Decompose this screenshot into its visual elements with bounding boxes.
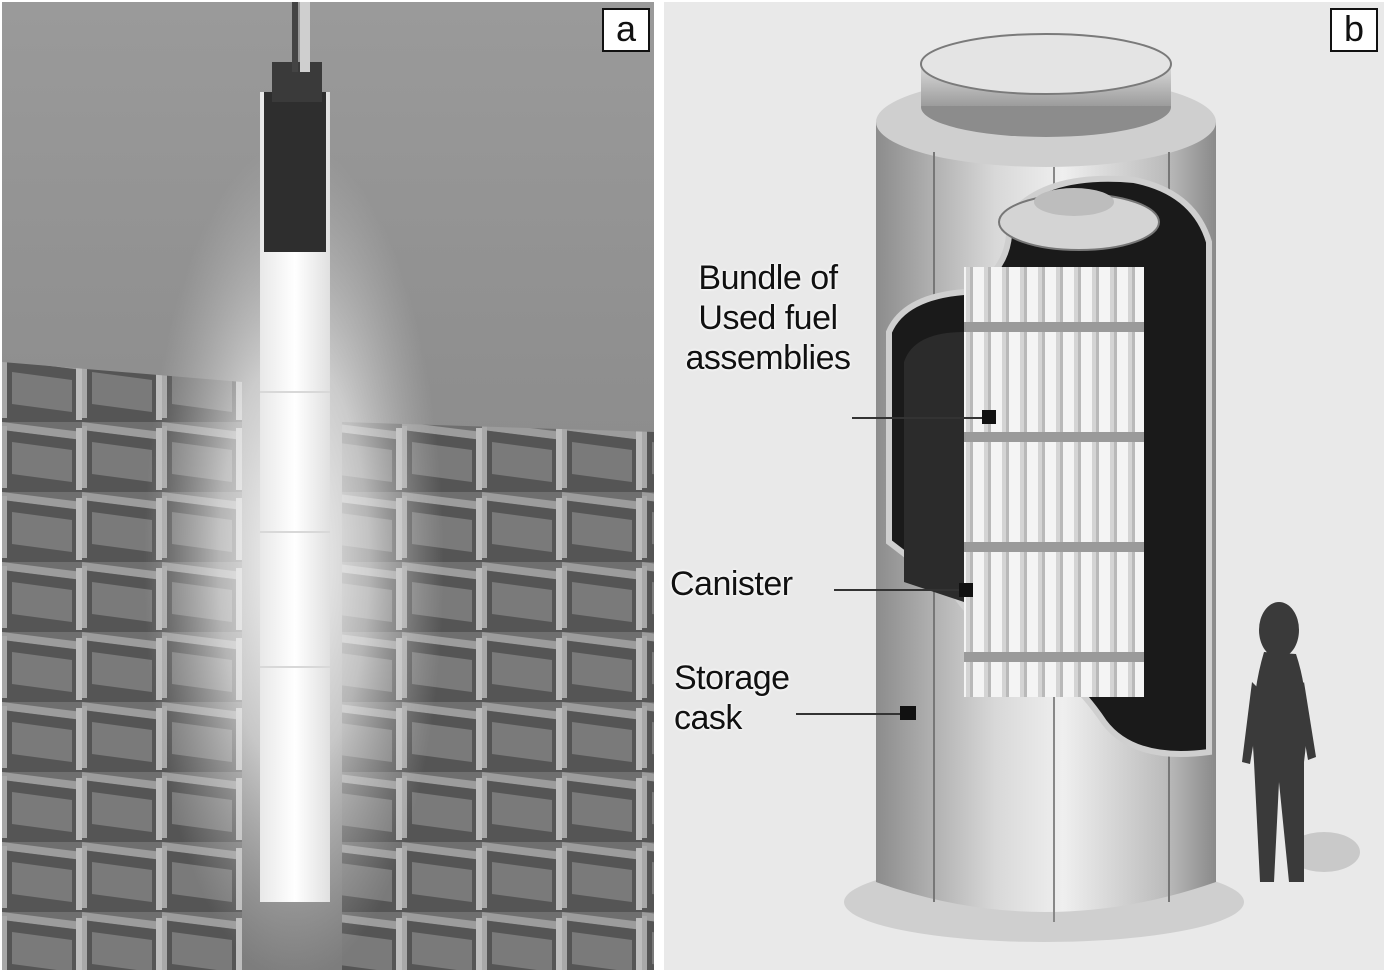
panel-letter-b: b bbox=[1330, 8, 1378, 52]
glowing-fuel-rod-icon bbox=[144, 2, 444, 970]
label-bundle-of-used-fuel-assemblies: Bundle of Used fuel assemblies bbox=[685, 259, 851, 377]
label-storage-cask: Storage cask bbox=[674, 659, 790, 737]
panel-a-photo: a bbox=[2, 2, 654, 970]
storage-cask-icon bbox=[796, 33, 1360, 942]
fuel-pool-photo bbox=[2, 2, 654, 970]
panel-b-diagram: Bundle of Used fuel assemblies Canister … bbox=[664, 2, 1384, 970]
panel-letter-a: a bbox=[602, 8, 650, 52]
person-silhouette-icon bbox=[1242, 602, 1360, 882]
label-canister: Canister bbox=[670, 565, 793, 603]
